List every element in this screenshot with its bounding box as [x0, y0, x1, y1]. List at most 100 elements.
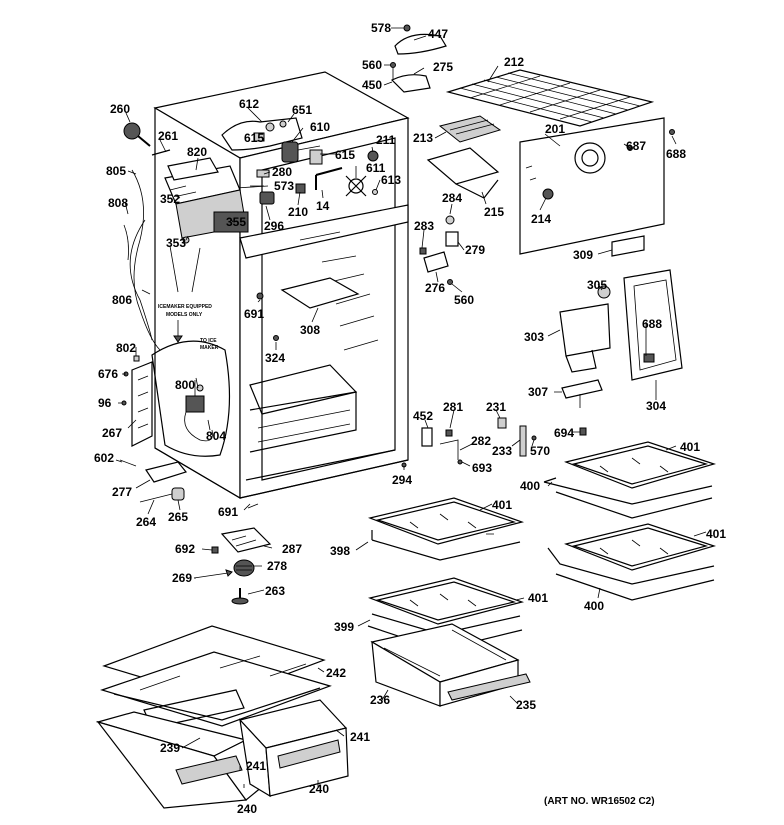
part-label-400: 400: [520, 479, 540, 493]
part-label-806: 806: [112, 293, 132, 307]
bottom-hinge-parts: [119, 459, 188, 503]
part-label-242: 242: [326, 666, 346, 680]
part-label-612: 612: [239, 97, 259, 111]
part-label-241: 241: [350, 730, 370, 744]
part-label-211: 211: [376, 133, 396, 147]
part-label-239: 239: [160, 741, 180, 755]
part-label-282: 282: [471, 434, 491, 448]
icemaker-note-line-4: MAKER: [200, 345, 219, 351]
part-label-452: 452: [413, 409, 433, 423]
icemaker-note-line-1: ICEMAKER EQUIPPED: [158, 304, 212, 310]
part-label-275: 275: [433, 60, 453, 74]
part-label-401: 401: [680, 440, 700, 454]
part-label-651: 651: [292, 103, 312, 117]
art-number: (ART NO. WR16502 C2): [544, 796, 655, 807]
part-label-308: 308: [300, 323, 320, 337]
part-label-14: 14: [316, 199, 330, 213]
evaporator-fan-blade: [345, 175, 367, 197]
part-label-294: 294: [392, 473, 412, 487]
part-label-401: 401: [528, 591, 548, 605]
part-label-287: 287: [282, 542, 302, 556]
part-label-324: 324: [265, 351, 285, 365]
part-label-802: 802: [116, 341, 136, 355]
part-label-212: 212: [504, 55, 524, 69]
part-label-694: 694: [554, 426, 574, 440]
part-label-235: 235: [516, 698, 536, 712]
freezer-shelf-parts: [390, 24, 655, 285]
part-label-304: 304: [646, 399, 666, 413]
part-label-353: 353: [166, 236, 186, 250]
part-label-283: 283: [414, 219, 434, 233]
part-label-693: 693: [472, 461, 492, 475]
part-label-398: 398: [330, 544, 350, 558]
part-label-277: 277: [112, 485, 132, 499]
part-label-804: 804: [206, 429, 226, 443]
part-label-305: 305: [587, 278, 607, 292]
part-label-201: 201: [545, 122, 565, 136]
part-label-309: 309: [573, 248, 593, 262]
part-label-233: 233: [492, 444, 512, 458]
part-label-578: 578: [371, 21, 391, 35]
top-mechanism-parts: [221, 117, 379, 205]
part-label-400: 400: [584, 599, 604, 613]
part-label-284: 284: [442, 191, 462, 205]
part-label-573: 573: [274, 179, 294, 193]
part-label-401: 401: [492, 498, 512, 512]
part-label-240: 240: [309, 782, 329, 796]
part-label-447: 447: [428, 27, 448, 41]
part-label-307: 307: [528, 385, 548, 399]
part-label-236: 236: [370, 693, 390, 707]
part-label-450: 450: [362, 78, 382, 92]
part-label-267: 267: [102, 426, 122, 440]
part-label-611: 611: [366, 161, 386, 175]
part-number-labels: 578 447 560 275 450 212 260 612 651 261 …: [94, 21, 726, 816]
part-label-279: 279: [465, 243, 485, 257]
part-label-615: 615: [335, 148, 355, 162]
water-valve-assembly: [151, 340, 231, 457]
wire-freezer-shelf: [445, 69, 655, 127]
part-label-687: 687: [626, 139, 646, 153]
part-label-355: 355: [226, 215, 246, 229]
part-label-800: 800: [175, 378, 195, 392]
part-label-401: 401: [706, 527, 726, 541]
glass-shelf-right-lower: [547, 523, 717, 601]
pan-cover-and-drawers: [95, 625, 349, 809]
part-label-213: 213: [413, 131, 433, 145]
icemaker-note-line-2: MODELS ONLY: [166, 312, 203, 318]
part-label-570: 570: [530, 444, 550, 458]
lower-hinge-bracket: [121, 355, 153, 447]
part-label-808: 808: [108, 196, 128, 210]
freezer-back-panel: [519, 117, 675, 257]
part-label-560: 560: [362, 58, 382, 72]
part-label-276: 276: [425, 281, 445, 295]
part-label-261: 261: [158, 129, 178, 143]
part-label-613: 613: [381, 173, 401, 187]
part-label-692: 692: [175, 542, 195, 556]
part-label-560: 560: [454, 293, 474, 307]
icemaker-assembly: [123, 122, 249, 351]
crisper-drawer: [370, 623, 531, 707]
part-label-241: 241: [246, 759, 266, 773]
glass-shelf-left-upper: [367, 497, 525, 561]
part-label-214: 214: [531, 212, 551, 226]
part-label-805: 805: [106, 164, 126, 178]
part-label-265: 265: [168, 510, 188, 524]
glass-shelf-right-upper: [543, 441, 717, 519]
part-label-280: 280: [272, 165, 292, 179]
part-label-215: 215: [484, 205, 504, 219]
part-label-240: 240: [237, 802, 257, 816]
part-label-96: 96: [98, 396, 112, 410]
part-label-260: 260: [110, 102, 130, 116]
icemaker-note-line-3: TO ICE: [200, 338, 217, 344]
part-label-263: 263: [265, 584, 285, 598]
part-label-210: 210: [288, 205, 308, 219]
part-label-303: 303: [524, 330, 544, 344]
part-label-688: 688: [642, 317, 662, 331]
part-label-676: 676: [98, 367, 118, 381]
part-label-691: 691: [244, 307, 264, 321]
part-label-278: 278: [267, 559, 287, 573]
icemaker-callout: [169, 245, 201, 343]
part-label-602: 602: [94, 451, 114, 465]
part-label-264: 264: [136, 515, 156, 529]
